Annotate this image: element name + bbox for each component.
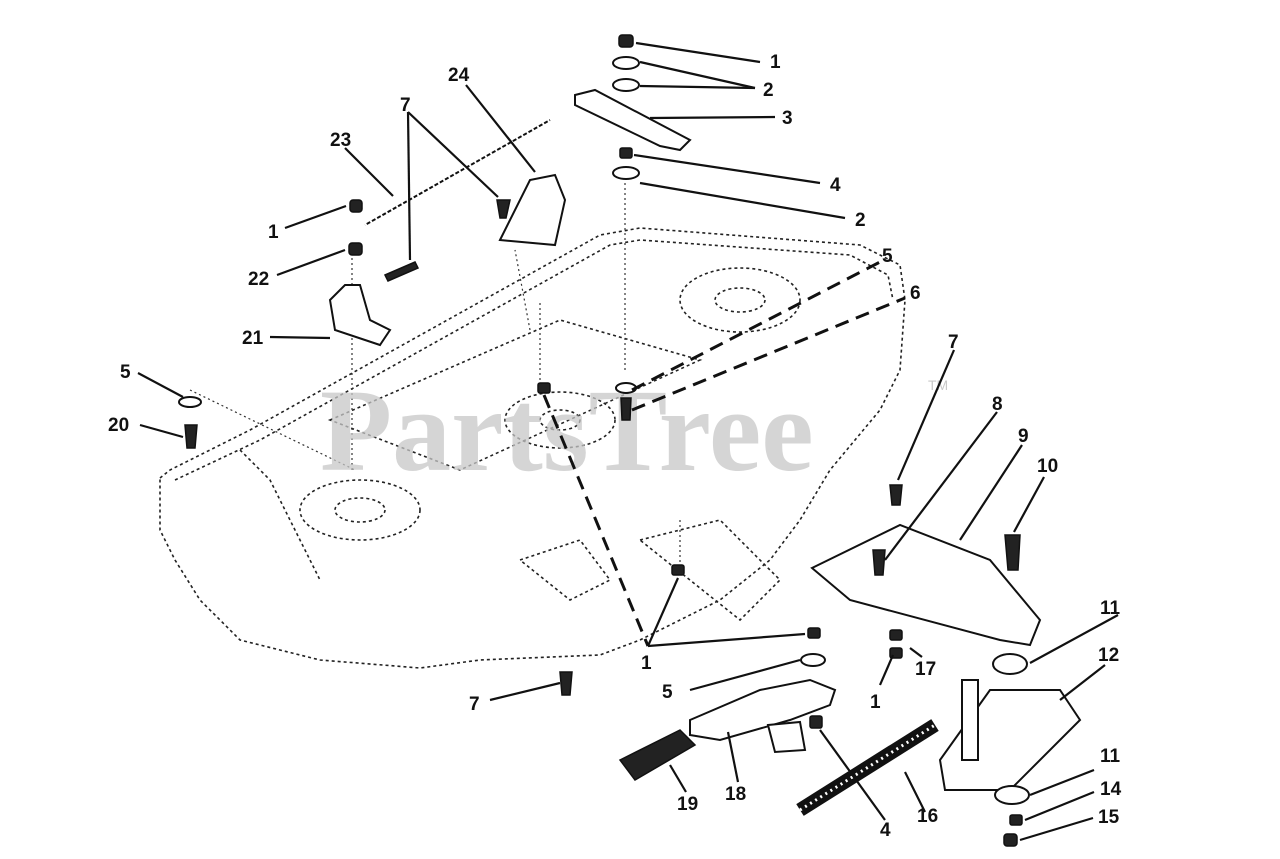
- bolt-icon: [383, 261, 420, 282]
- bushing-icon: [994, 785, 1030, 805]
- nut-icon: [1009, 814, 1023, 826]
- callout-11: 11: [1100, 598, 1121, 619]
- callout-4: 4: [830, 175, 841, 196]
- callout-19: 19: [677, 794, 698, 815]
- callout-24: 24: [448, 65, 470, 86]
- callout-4: 4: [880, 820, 891, 841]
- bolt-icon: [872, 549, 886, 576]
- bolt-icon: [889, 484, 903, 506]
- upper-left-assembly: [328, 118, 567, 347]
- washer-icon: [800, 653, 826, 667]
- pedal-arm-icon: [689, 678, 837, 742]
- lower-right-assembly: [938, 653, 1082, 847]
- callout-5: 5: [882, 246, 893, 267]
- callout-8: 8: [992, 394, 1003, 415]
- callout-7: 7: [948, 332, 959, 353]
- callout-7: 7: [469, 694, 480, 715]
- nut-icon: [618, 34, 634, 48]
- callout-18: 18: [725, 784, 746, 805]
- callout-3: 3: [782, 108, 793, 129]
- callout-17: 17: [915, 659, 936, 680]
- bushing-icon: [992, 653, 1028, 675]
- callout-7: 7: [400, 95, 411, 116]
- callout-1: 1: [870, 692, 881, 713]
- pedal-assembly: [559, 564, 939, 816]
- callout-1: 1: [641, 653, 652, 674]
- bolt-icon: [184, 424, 198, 449]
- watermark-text: PartsTree: [320, 365, 814, 496]
- washer-icon: [612, 56, 640, 70]
- callout-5: 5: [120, 362, 131, 383]
- callout-9: 9: [1018, 426, 1029, 447]
- right-plate-assembly: [810, 484, 1042, 659]
- callout-1: 1: [268, 222, 279, 243]
- link-bar-icon: [574, 88, 692, 152]
- callout-2: 2: [763, 80, 774, 101]
- bolt-icon: [496, 199, 511, 219]
- nut-icon: [349, 199, 363, 213]
- callout-1: 1: [770, 52, 781, 73]
- callout-14: 14: [1100, 779, 1122, 800]
- callout-2: 2: [855, 210, 866, 231]
- nut-icon: [619, 147, 633, 159]
- callout-21: 21: [242, 328, 264, 349]
- pedal-pad-icon: [618, 729, 697, 781]
- nut-icon: [1003, 833, 1018, 847]
- washer-icon: [612, 78, 640, 92]
- bolt-icon: [559, 671, 573, 696]
- spring-icon: [364, 119, 551, 226]
- mower-deck: [159, 180, 906, 669]
- bracket-icon: [498, 173, 567, 247]
- bracket-icon: [328, 284, 392, 347]
- callout-5: 5: [662, 682, 673, 703]
- callout-11: 11: [1100, 746, 1121, 767]
- nut-icon: [348, 242, 363, 256]
- callout-16: 16: [917, 806, 938, 827]
- callout-20: 20: [108, 415, 129, 436]
- shaft-icon: [961, 679, 979, 761]
- bolt-icon: [1004, 534, 1021, 571]
- callout-12: 12: [1098, 645, 1119, 666]
- callout-6: 6: [910, 283, 921, 304]
- bracket-icon: [766, 720, 807, 754]
- callout-10: 10: [1037, 456, 1058, 477]
- nut-icon: [807, 627, 821, 639]
- nut-icon: [537, 382, 551, 394]
- callout-15: 15: [1098, 807, 1120, 828]
- leader-lines: [137, 41, 1119, 842]
- plate-icon: [810, 523, 1042, 647]
- bolt-icon: [620, 397, 632, 421]
- callout-22: 22: [248, 269, 269, 290]
- nut-icon: [671, 564, 685, 576]
- washer-icon: [612, 166, 640, 180]
- washer-icon: [178, 396, 202, 408]
- top-stack-hardware: [574, 34, 692, 180]
- nut-icon: [809, 715, 823, 729]
- callout-labels: 1 2 3 4 2 5 6 24 7 23 1 22 21 5 20 7 8 9…: [108, 52, 1122, 841]
- callout-23: 23: [330, 130, 351, 151]
- nut-icon: [889, 629, 903, 641]
